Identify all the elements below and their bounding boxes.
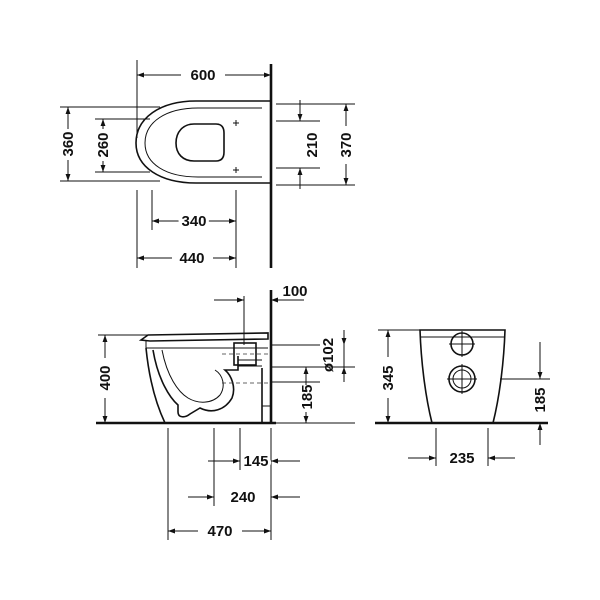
rear-body-outline: [419, 329, 506, 424]
rear-inlet-connection: [449, 331, 475, 357]
seat-profile: [138, 332, 269, 342]
dim-370: 370: [338, 132, 355, 157]
dim-102: ø102: [320, 338, 337, 372]
fixing-marks: [233, 120, 239, 173]
dim-185-rear: 185: [532, 387, 549, 412]
dim-360: 360: [60, 131, 77, 156]
bowl-opening: [175, 123, 225, 162]
dim-440: 440: [179, 250, 204, 267]
dim-600: 600: [190, 67, 215, 84]
dim-145: 145: [243, 453, 268, 470]
dim-470: 470: [207, 523, 232, 540]
rear-outlet-connection: [447, 364, 477, 394]
bowl-top-outline: [135, 100, 271, 184]
dim-345: 345: [380, 365, 397, 390]
dim-210: 210: [304, 132, 321, 157]
pedestal-outline: [145, 347, 263, 424]
trapway: [152, 349, 239, 418]
top-view: 600 340 440 360 260 210 370: [60, 60, 355, 268]
dim-100: 100: [282, 283, 307, 300]
dim-260: 260: [95, 132, 112, 157]
dim-240: 240: [230, 489, 255, 506]
dim-235: 235: [449, 450, 474, 467]
outlet-spigot: [233, 342, 257, 366]
dim-185-side: 185: [299, 384, 316, 409]
bowl-rim-inner: [144, 107, 262, 178]
dim-340: 340: [181, 213, 206, 230]
dim-400: 400: [97, 365, 114, 390]
rear-view: 345 185 235: [375, 329, 550, 467]
side-view: 100 ø102 400 185 145 240 470: [96, 283, 355, 540]
